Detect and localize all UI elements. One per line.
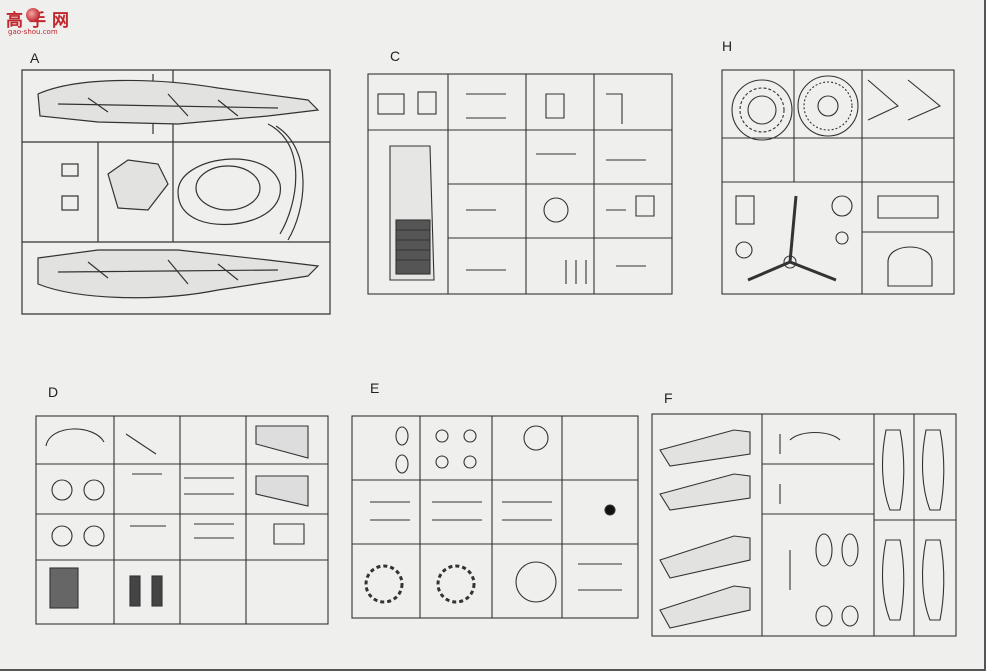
- logo-url: gao-shou.com: [8, 28, 58, 36]
- sprue-c-drawing: [367, 73, 673, 295]
- sprue-e-drawing: [351, 415, 639, 619]
- site-logo: 高手网 gao-shou.com: [4, 6, 76, 36]
- sprue-f-drawing: [651, 413, 957, 637]
- sprue-h-drawing: [721, 69, 955, 295]
- sprue-a-drawing: [21, 69, 331, 315]
- sprue-label-d: D: [48, 384, 59, 400]
- sprue-label-f: F: [664, 390, 673, 406]
- sprue-label-h: H: [722, 38, 733, 54]
- sprue-label-a: A: [30, 50, 40, 66]
- sprue-d-drawing: [35, 415, 329, 625]
- sprue-label-e: E: [370, 380, 380, 396]
- logo-text: 高手网: [6, 11, 75, 31]
- logo-globe-icon: [26, 8, 40, 22]
- sprue-label-c: C: [390, 48, 401, 64]
